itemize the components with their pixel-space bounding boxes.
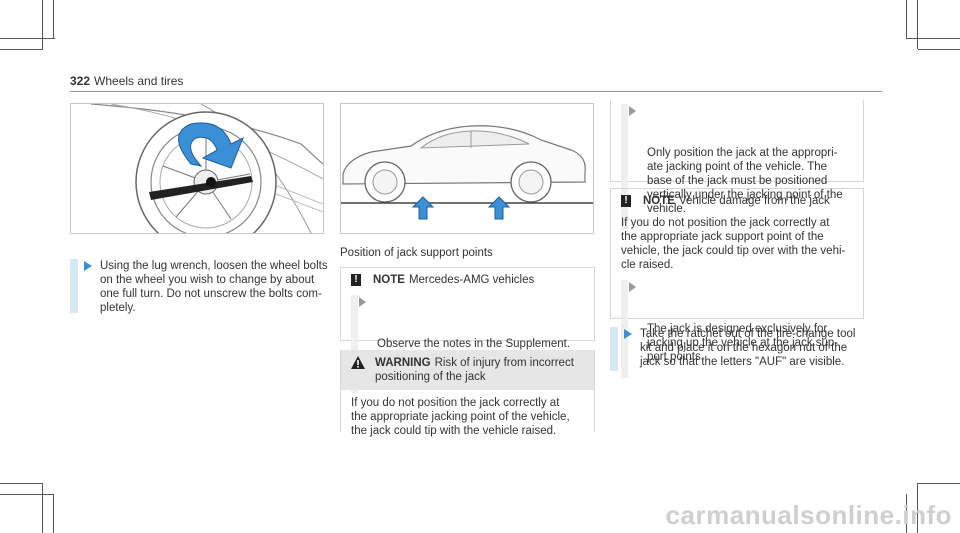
step-bar [621,104,628,230]
crop-mark [0,494,54,495]
note-icon: ! [621,194,631,207]
warning-label: WARNING [375,357,431,369]
note-label: NOTE [643,194,675,207]
note-body: If you do not position the jack correctl… [621,217,846,271]
note-title: Mercedes-AMG vehicles [408,273,535,286]
crop-mark [906,0,907,38]
step-arrow-icon [629,282,636,292]
step-position-jack: Only position the jack at the appropri- … [611,104,863,230]
warning-triangle-icon [351,356,365,369]
watermark: carmanualsonline.info [665,500,952,530]
step-arrow-icon [624,329,632,339]
crop-mark [906,38,960,39]
header-divider [70,91,882,92]
step-arrow-icon [629,106,636,116]
note-icon: ! [351,273,361,286]
step-text: Using the lug wrench, loosen the wheel b… [100,260,328,314]
crop-mark [0,38,55,39]
step-bar [610,327,618,371]
step-ratchet: Take the ratchet out of the tire-change … [610,327,868,371]
section-title: Wheels and tires [94,74,184,88]
note-label: NOTE [373,273,405,286]
page-number: 322 [70,74,91,88]
step-position-jack-box: Only position the jack at the appropri- … [610,100,864,230]
crop-mark [917,483,918,533]
lug-wrench-illustration [70,103,324,234]
warning-body: If you do not position the jack correctl… [351,397,570,437]
crop-mark [53,0,54,38]
step-text: Only position the jack at the appropri- … [647,147,843,215]
crop-mark [918,49,960,50]
note-step-text: The jack is designed exclusively for jac… [647,323,839,363]
step-bar [351,295,358,393]
crop-mark [42,0,43,50]
crop-mark [918,483,960,484]
step-bar [70,259,78,313]
crop-mark [906,494,907,533]
step-arrow-icon [359,297,366,307]
step-loosen-bolts: Using the lug wrench, loosen the wheel b… [70,259,328,314]
step-arrow-icon [84,261,92,271]
crop-mark [0,483,42,484]
figure-caption: Position of jack support points [340,247,493,259]
crop-mark [0,49,42,50]
jack-points-illustration [340,103,594,234]
crop-mark [917,0,918,49]
crop-mark [53,494,54,533]
warning-title: Risk of injury from incorrect positionin… [375,357,574,383]
note-title: Vehicle damage from the jack [678,194,830,207]
crop-mark [42,483,43,533]
step-text: Take the ratchet out of the tire-change … [640,328,856,368]
